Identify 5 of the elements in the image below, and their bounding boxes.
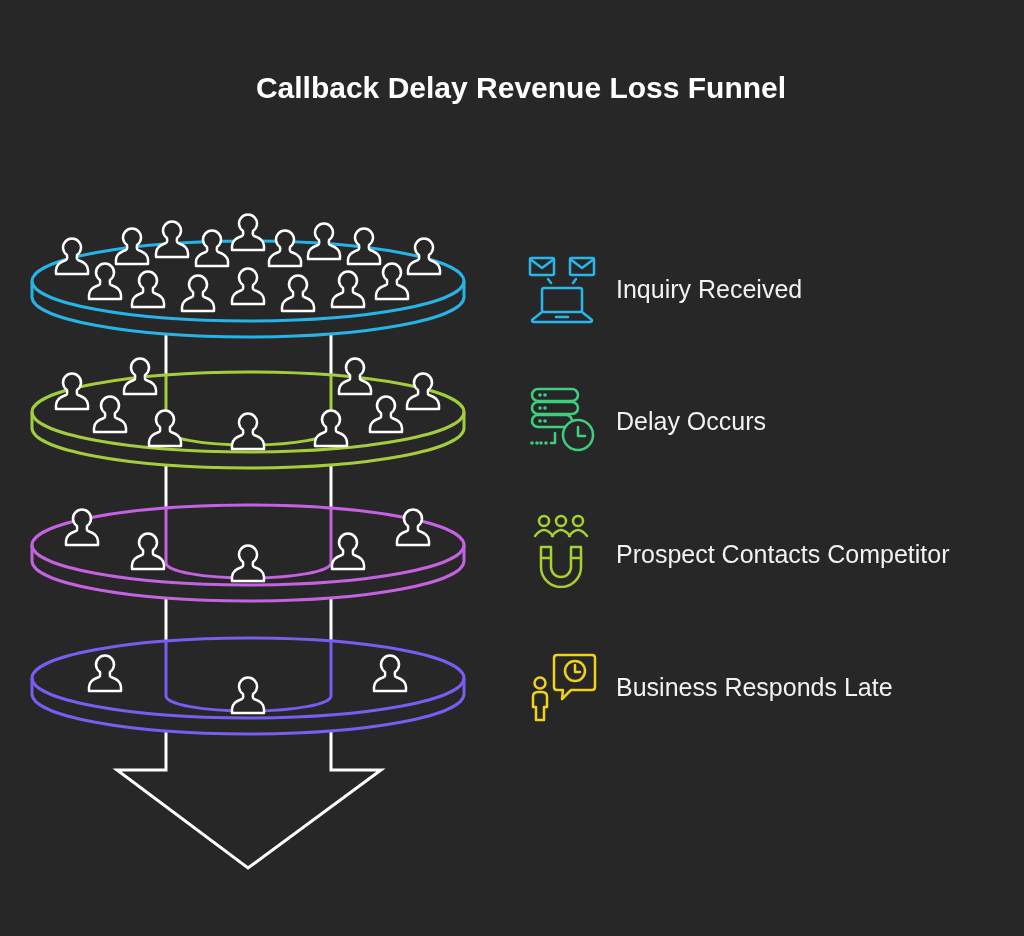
stage-label: Prospect Contacts Competitor: [616, 540, 950, 569]
stage-label: Delay Occurs: [616, 407, 767, 436]
title: Callback Delay Revenue Loss Funnel: [255, 71, 787, 105]
stage-label: Inquiry Received: [616, 275, 803, 304]
stage-label: Business Responds Late: [616, 673, 893, 702]
